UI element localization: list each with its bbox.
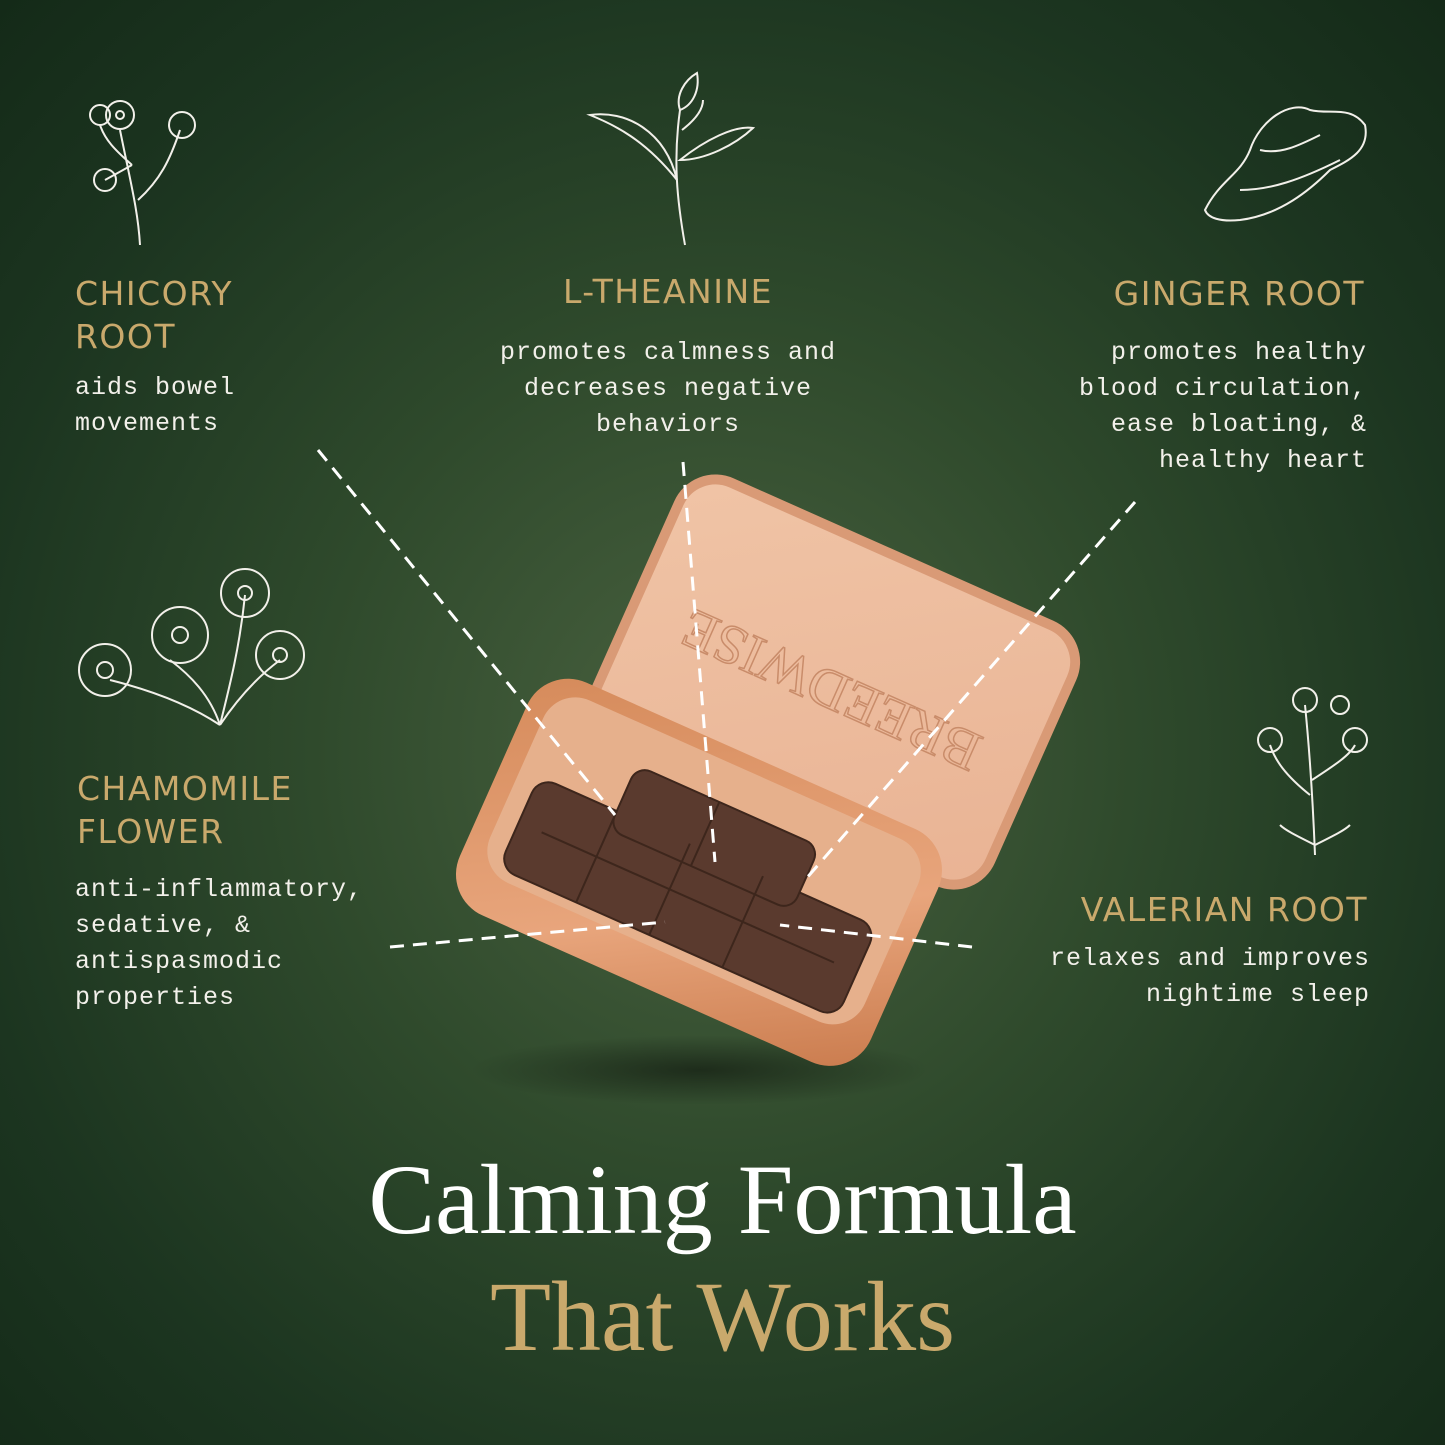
chicory-flower-icon	[89, 100, 196, 246]
chicory-description: aids bowel movements	[75, 373, 236, 438]
ginger-description: promotes healthy blood circulation, ease…	[1078, 338, 1367, 475]
ginger-heading: GINGER ROOT	[1113, 274, 1365, 313]
ginger-callout-line	[803, 501, 1137, 881]
valerian-flower-icon	[1257, 687, 1368, 856]
theanine-callout-line	[681, 461, 717, 863]
valerian-description: relaxes and improves nightime sleep	[1049, 944, 1370, 1009]
ginger-root-icon	[1203, 106, 1367, 222]
theanine-description: promotes calmness and decreases negative…	[499, 338, 837, 439]
headline-line2: That Works	[489, 1261, 956, 1372]
valerian-callout-line	[779, 923, 973, 949]
chamomile-callout-line	[389, 920, 666, 949]
headline-line1: Calming Formula	[368, 1144, 1077, 1255]
tea-leaf-icon	[586, 71, 756, 246]
valerian-heading: VALERIAN ROOT	[1080, 890, 1368, 929]
chamomile-flower-icon	[78, 568, 305, 726]
chamomile-description: anti-inflammatory, sedative, & antispasm…	[75, 875, 364, 1012]
chicory-callout-line	[316, 449, 617, 816]
theanine-heading: L-THEANINE	[562, 272, 774, 311]
callout-lines	[316, 449, 1137, 949]
